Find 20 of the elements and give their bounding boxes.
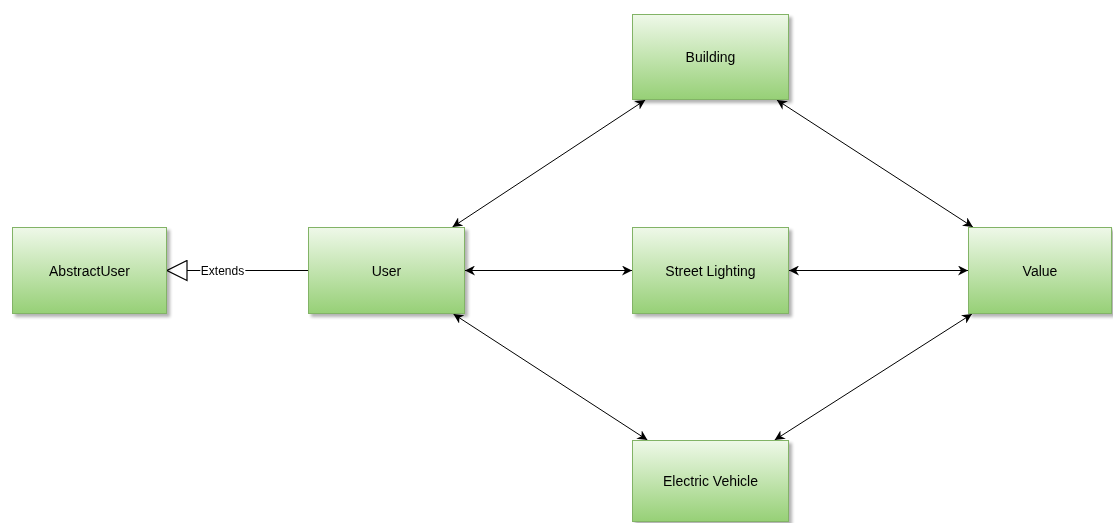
association-arrow <box>788 265 969 276</box>
class-name: User <box>371 262 402 279</box>
class-name: AbstractUser <box>49 262 130 279</box>
class-name: Building <box>685 49 736 65</box>
association-arrow <box>774 313 973 441</box>
edge-label: Extends <box>199 263 246 278</box>
class-name: Value <box>1022 262 1058 279</box>
class-box <box>12 227 167 314</box>
association-arrow <box>452 99 646 228</box>
class-name: Street Lighting <box>665 262 756 279</box>
association-arrow <box>776 99 974 228</box>
class-box <box>632 227 789 314</box>
class-box <box>632 14 789 100</box>
association-arrow <box>452 313 648 441</box>
class-box <box>968 227 1112 314</box>
class-box <box>632 440 789 522</box>
class-name: Electric Vehicle <box>663 473 758 489</box>
class-box <box>308 227 465 314</box>
inheritance-arrow <box>166 259 309 282</box>
association-arrow <box>464 265 633 276</box>
